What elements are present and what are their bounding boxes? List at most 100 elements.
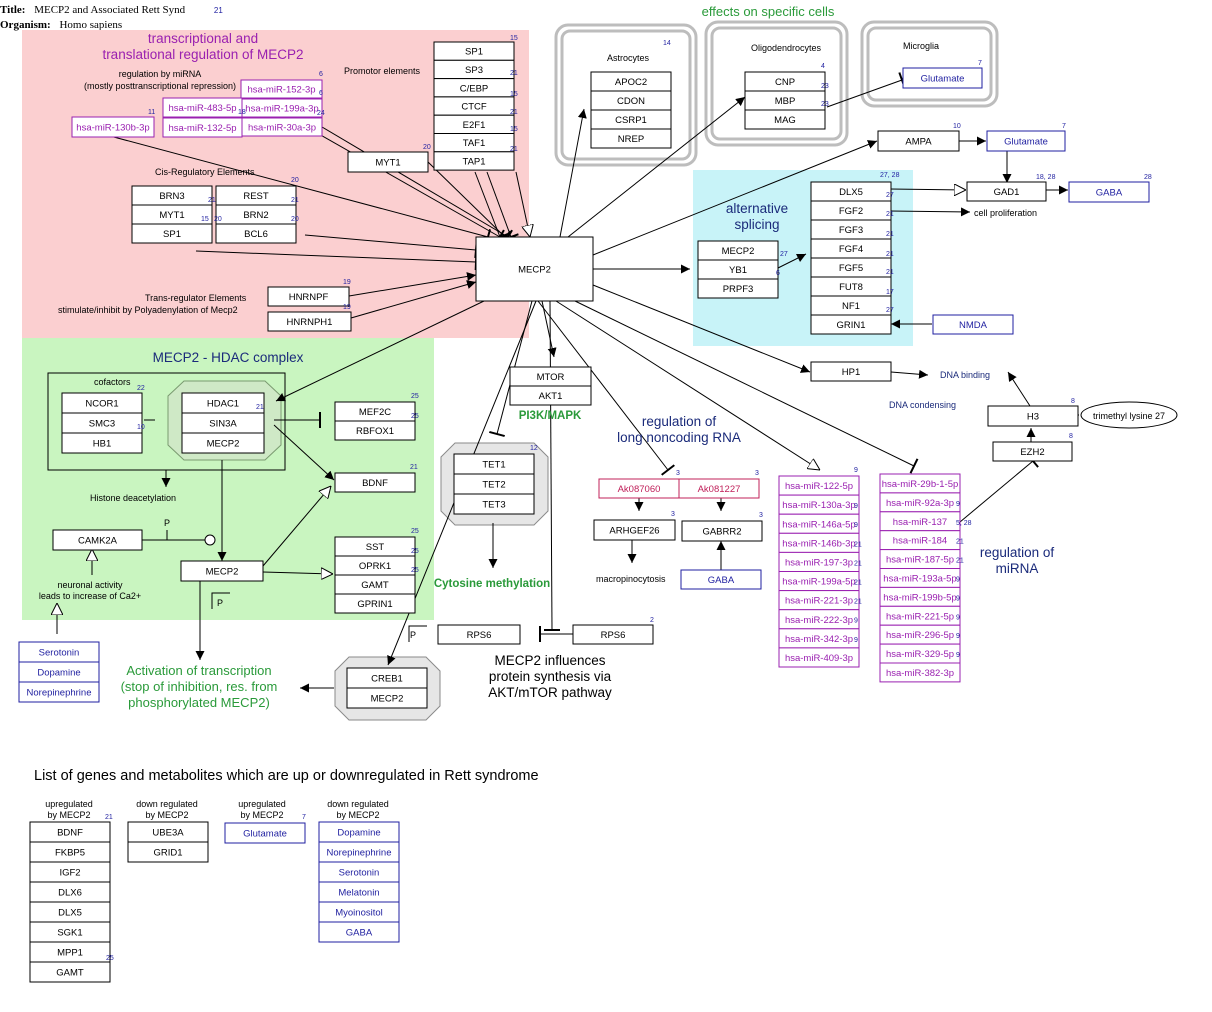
mirna-col1-hsa-mir-221-3p-6[interactable]: hsa-miR-221-3p (778, 590, 860, 611)
cis-left-sp1-2[interactable]: SP1 (131, 223, 213, 244)
node-hnrnph1[interactable]: HNRNPH1 (267, 311, 352, 332)
node-bdnf[interactable]: BDNF (334, 472, 416, 493)
splice-fgf3-2[interactable]: FGF3 (810, 219, 892, 240)
node-mecp2-center[interactable]: MECP2 (475, 236, 594, 302)
node-mir130b[interactable]: hsa-miR-130b-3p (71, 116, 155, 138)
list-up-gene-gamt-7[interactable]: GAMT (29, 961, 111, 983)
cofactor-smc3-1[interactable]: SMC3 (61, 412, 143, 434)
splice-fgf4-3[interactable]: FGF4 (810, 238, 892, 259)
node-mir30a[interactable]: hsa-miR-30a-3p (241, 117, 323, 137)
creb-creb1-0[interactable]: CREB1 (346, 667, 428, 689)
list-down-metabolite-serotonin-2[interactable]: Serotonin (318, 861, 400, 883)
mirna-col1-hsa-mir-199a-5p-5[interactable]: hsa-miR-199a-5p (778, 571, 860, 592)
tet-tet2-1[interactable]: TET2 (453, 473, 535, 495)
list-up-gene-dlx5-4[interactable]: DLX5 (29, 901, 111, 923)
mef2c-rbfox1-1[interactable]: RBFOX1 (334, 420, 416, 441)
promotor-taf1-5[interactable]: TAF1 (433, 133, 515, 153)
mirna-col1-hsa-mir-342-3p-8[interactable]: hsa-miR-342-3p (778, 628, 860, 649)
mirna-col2-hsa-mir-137-2[interactable]: hsa-miR-137 (879, 511, 961, 532)
node-h3[interactable]: H3 (987, 405, 1079, 427)
node-rps6[interactable]: RPS6 (572, 624, 654, 645)
node-mir483[interactable]: hsa-miR-483-5p (162, 97, 243, 118)
mirna-col2-hsa-mir-221-5p-7[interactable]: hsa-miR-221-5p (879, 605, 961, 626)
neurotransmitter-norepinephrine-2[interactable]: Norepinephrine (18, 681, 100, 703)
list-up-gene-dlx6-3[interactable]: DLX6 (29, 881, 111, 903)
oligo-mag-2[interactable]: MAG (744, 109, 826, 130)
alt-mecp2-0[interactable]: MECP2 (697, 240, 779, 261)
hdac-mecp2-2[interactable]: MECP2 (181, 432, 265, 454)
mirna-col1-hsa-mir-197-3p-4[interactable]: hsa-miR-197-3p (778, 551, 860, 573)
mirna-col1-hsa-mir-409-3p-9[interactable]: hsa-miR-409-3p (778, 647, 860, 668)
list-up-gene-mpp1-6[interactable]: MPP1 (29, 941, 111, 963)
list-down-metabolite-gaba-5[interactable]: GABA (318, 921, 400, 943)
node-glutamate-ampa[interactable]: Glutamate (986, 130, 1066, 152)
astro-csrp1-2[interactable]: CSRP1 (590, 109, 672, 130)
mirna-col1-hsa-mir-222-3p-7[interactable]: hsa-miR-222-3p (778, 609, 860, 630)
cofactor-ncor1-0[interactable]: NCOR1 (61, 392, 143, 414)
splice-fgf5-4[interactable]: FGF5 (810, 257, 892, 278)
splice-fut8-5[interactable]: FUT8 (810, 276, 892, 297)
hdac-hdac1-0[interactable]: HDAC1 (181, 392, 265, 414)
target-gamt-2[interactable]: GAMT (334, 574, 416, 595)
cofactor-hb1-2[interactable]: HB1 (61, 432, 143, 454)
mtor-akt1-1[interactable]: AKT1 (509, 385, 592, 406)
node-camk2a[interactable]: CAMK2A (52, 529, 143, 551)
promotor-c-ebp-2[interactable]: C/EBP (433, 78, 515, 98)
promotor-e2f1-4[interactable]: E2F1 (433, 114, 515, 134)
mirna-col2-hsa-mir-92a-3p-1[interactable]: hsa-miR-92a-3p (879, 492, 961, 513)
promotor-sp3-1[interactable]: SP3 (433, 59, 515, 80)
hdac-sin3a-1[interactable]: SIN3A (181, 412, 265, 434)
mtor-mtor-0[interactable]: MTOR (509, 366, 592, 387)
node-gaba-gad1[interactable]: GABA (1068, 181, 1150, 203)
node-ezh2[interactable]: EZH2 (992, 441, 1073, 462)
mirna-col2-hsa-mir-29b-1-5p-0[interactable]: hsa-miR-29b-1-5p (879, 473, 961, 494)
list-up-gene-igf2-2[interactable]: IGF2 (29, 861, 111, 883)
promotor-tap1-6[interactable]: TAP1 (433, 151, 515, 171)
list-down-metabolite-norepinephrine-1[interactable]: Norepinephrine (318, 841, 400, 863)
tet-tet1-0[interactable]: TET1 (453, 453, 535, 475)
cis-right-bcl6-2[interactable]: BCL6 (215, 223, 297, 244)
node-hp1[interactable]: HP1 (810, 361, 892, 382)
mirna-col2-hsa-mir-296-5p-8[interactable]: hsa-miR-296-5p (879, 624, 961, 645)
target-oprk1-1[interactable]: OPRK1 (334, 555, 416, 576)
node-gaba-lncrna[interactable]: GABA (680, 569, 762, 590)
list-up-gene-fkbp5-1[interactable]: FKBP5 (29, 841, 111, 863)
splice-nf1-6[interactable]: NF1 (810, 295, 892, 316)
node-myt1-promotor[interactable]: MYT1 (347, 151, 429, 173)
mirna-col1-hsa-mir-130a-3p-1[interactable]: hsa-miR-130a-3p (778, 494, 860, 515)
mirna-col1-hsa-mir-146b-3p-3[interactable]: hsa-miR-146b-3p (778, 532, 860, 553)
node-glutamate-microglia[interactable]: Glutamate (902, 67, 983, 89)
node-hnrnpf[interactable]: HNRNPF (267, 286, 350, 307)
target-gprin1-3[interactable]: GPRIN1 (334, 593, 416, 614)
alt-yb1-1[interactable]: YB1 (697, 259, 779, 280)
splice-dlx5-0[interactable]: DLX5 (810, 181, 892, 202)
cis-right-brn2-1[interactable]: BRN2 (215, 204, 297, 225)
mirna-col2-hsa-mir-329-5p-9[interactable]: hsa-miR-329-5p (879, 643, 961, 664)
list-up-gene-bdnf-0[interactable]: BDNF (29, 821, 111, 843)
node-gad1[interactable]: GAD1 (966, 181, 1047, 202)
node-mir199a[interactable]: hsa-miR-199a-3p (241, 98, 323, 118)
astro-apoc2-0[interactable]: APOC2 (590, 71, 672, 92)
list-down-gene-ube3a-0[interactable]: UBE3A (127, 821, 209, 843)
cis-left-brn3-0[interactable]: BRN3 (131, 185, 213, 206)
node-mir132[interactable]: hsa-miR-132-5p (162, 117, 243, 138)
list-up-metabolite-glutamate-0[interactable]: Glutamate (224, 822, 306, 844)
neurotransmitter-dopamine-1[interactable]: Dopamine (18, 661, 100, 683)
mirna-col2-hsa-mir-187-5p-4[interactable]: hsa-miR-187-5p (879, 549, 961, 569)
mirna-col1-hsa-mir-122-5p-0[interactable]: hsa-miR-122-5p (778, 475, 860, 496)
oligo-cnp-0[interactable]: CNP (744, 71, 826, 92)
list-down-metabolite-myoinositol-4[interactable]: Myoinositol (318, 901, 400, 923)
creb-mecp2-1[interactable]: MECP2 (346, 687, 428, 709)
cis-left-myt1-1[interactable]: MYT1 (131, 204, 213, 225)
node-mir152[interactable]: hsa-miR-152-3p (240, 79, 323, 99)
splice-grin1-7[interactable]: GRIN1 (810, 314, 892, 335)
mef2c-mef2c-0[interactable]: MEF2C (334, 401, 416, 422)
node-rps6-phospho[interactable]: RPS6 (437, 624, 521, 645)
splice-fgf2-1[interactable]: FGF2 (810, 200, 892, 221)
promotor-ctcf-3[interactable]: CTCF (433, 96, 515, 116)
neurotransmitter-serotonin-0[interactable]: Serotonin (18, 641, 100, 663)
node-ak081227[interactable]: Ak081227 (678, 478, 760, 499)
node-arhgef26[interactable]: ARHGEF26 (593, 519, 676, 541)
mirna-col2-hsa-mir-199b-5p-6[interactable]: hsa-miR-199b-5p (879, 586, 961, 607)
astro-cdon-1[interactable]: CDON (590, 90, 672, 111)
